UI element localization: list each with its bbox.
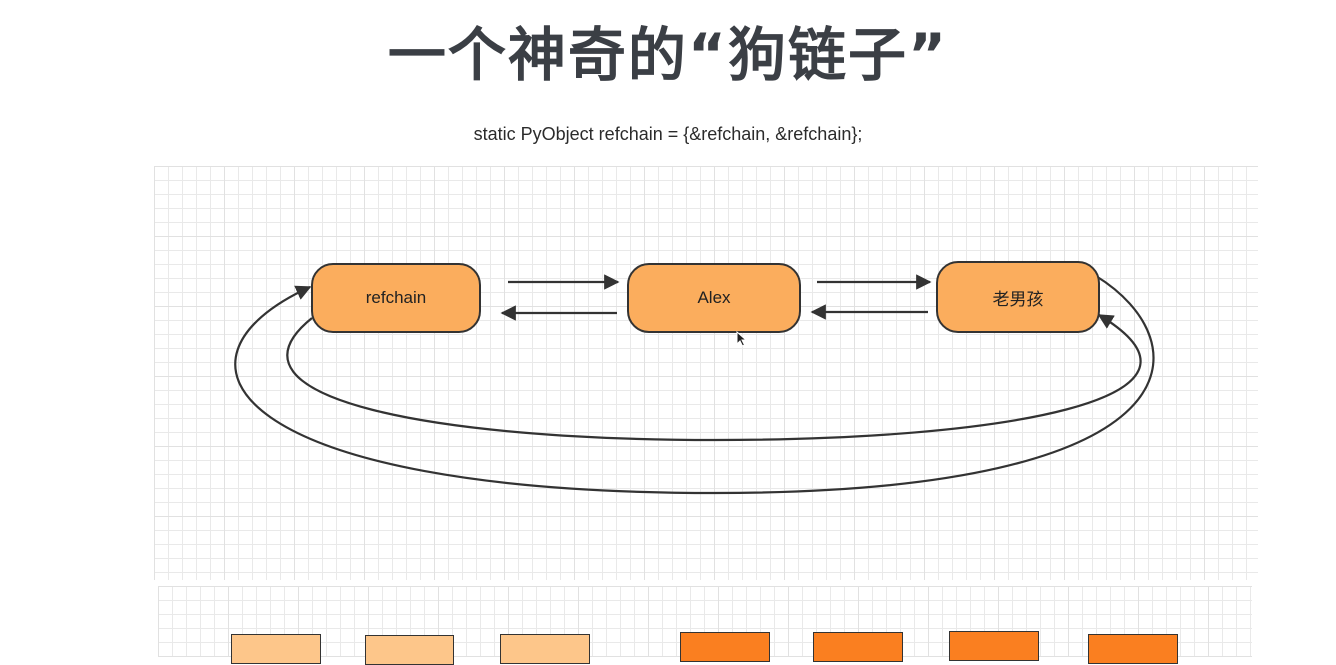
arrow-laonanhai-to-refchain-outer: [234, 275, 1155, 495]
node-alex-label: Alex: [697, 288, 731, 307]
dark-box-4: [1088, 634, 1178, 664]
light-box-2: [365, 635, 454, 665]
light-box-3: [500, 634, 590, 664]
mouse-pointer-icon: [736, 331, 748, 347]
diagram-canvas: [154, 166, 1258, 580]
node-alex: Alex: [627, 263, 801, 333]
dark-box-1: [680, 632, 770, 662]
node-refchain-label: refchain: [365, 288, 427, 307]
node-laonanhai-label: 老男孩: [992, 289, 1044, 309]
node-refchain: refchain: [311, 263, 481, 333]
arrow-refchain-to-laonanhai-inner: [286, 314, 1142, 442]
light-box-1: [231, 634, 321, 664]
slide-title: 一个神奇的“狗链子”: [387, 21, 949, 89]
node-laonanhai: 老男孩: [936, 261, 1100, 333]
dark-box-2: [813, 632, 903, 662]
code-line: static PyObject refchain = {&refchain, &…: [473, 124, 863, 144]
